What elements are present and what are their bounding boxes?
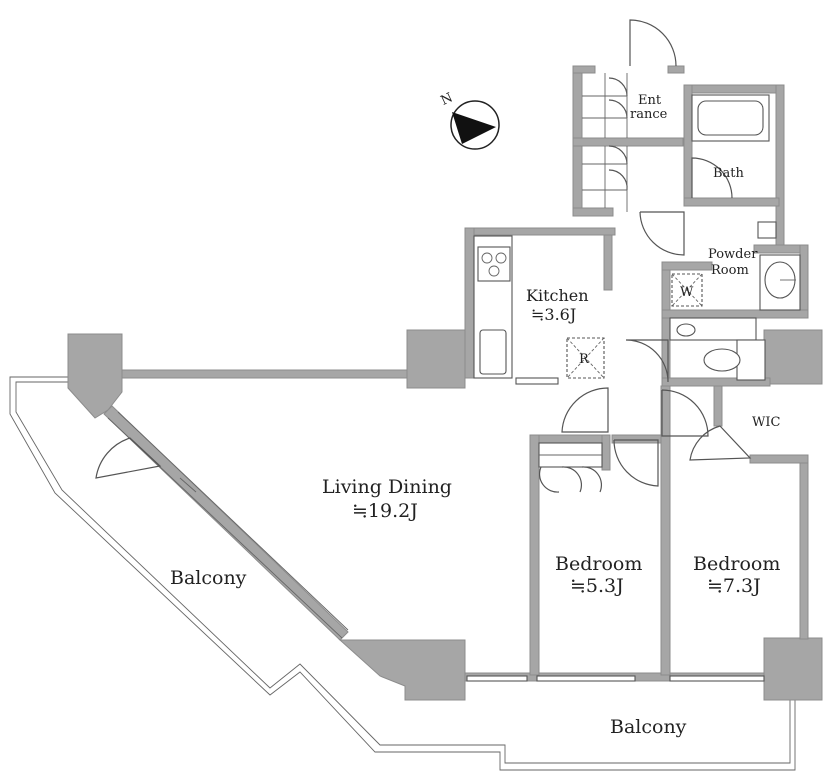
bath-label: Bath <box>713 166 745 181</box>
balcony-west-label: Balcony <box>170 567 247 589</box>
entrance-label-line1: Ent <box>638 93 662 108</box>
living-dining-label: Living Dining <box>322 476 452 498</box>
compass-north-label: N <box>439 90 456 108</box>
walls <box>67 65 823 701</box>
refrigerator-label: R <box>579 352 590 367</box>
bedroom-2-label: Bedroom <box>693 553 780 575</box>
room-labels: Ent rance Bath Powder Room Kitchen ≒3.6J… <box>170 93 780 738</box>
bedroom-2-area: ≒7.3J <box>707 575 761 597</box>
bedroom-1-area: ≒5.3J <box>570 575 624 597</box>
doors <box>95 19 752 493</box>
bedroom-1-label: Bedroom <box>555 553 642 575</box>
kitchen-label: Kitchen <box>526 286 589 305</box>
balcony-south-label: Balcony <box>610 716 687 738</box>
entrance-label-line2: rance <box>630 107 668 122</box>
balcony-outline <box>9 376 796 771</box>
kitchen-area: ≒3.6J <box>531 305 576 324</box>
washer-icon <box>671 273 703 307</box>
cooktop-icon <box>477 246 511 282</box>
north-compass-icon: N <box>439 90 500 150</box>
windows <box>107 377 765 682</box>
powder-room-label-line2: Room <box>711 263 749 278</box>
refrigerator-icon <box>566 337 605 379</box>
powder-room-label-line1: Powder <box>708 247 758 262</box>
washer-label: W <box>680 285 694 300</box>
fixtures <box>473 94 801 381</box>
living-dining-area: ≒19.2J <box>352 500 418 522</box>
wic-label: WIC <box>752 415 780 430</box>
